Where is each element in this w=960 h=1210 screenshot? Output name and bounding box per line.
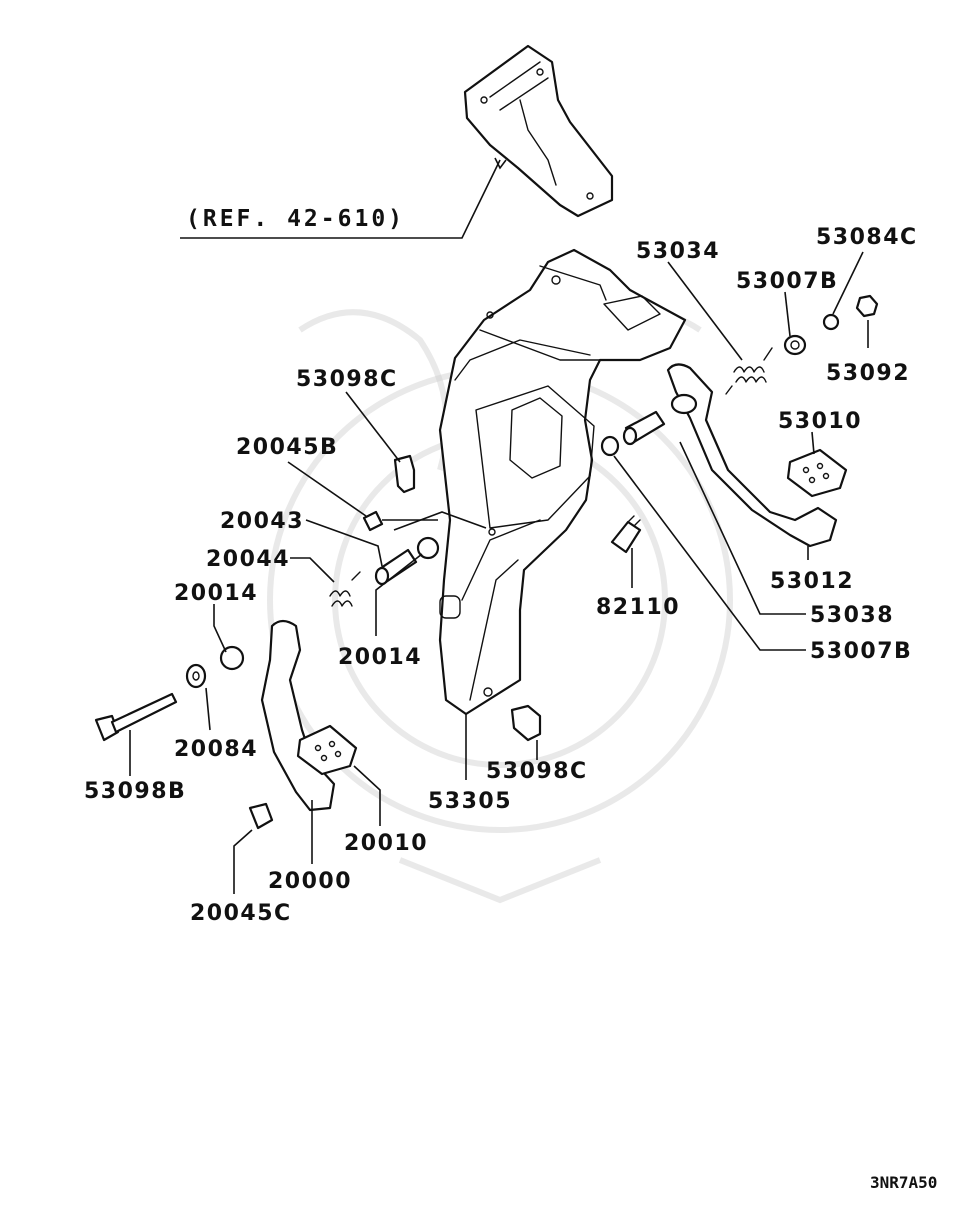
bushing-20014-mid xyxy=(416,536,440,560)
reference-label: (REF. 42-610) xyxy=(186,206,405,232)
pin-20045b xyxy=(362,510,384,532)
label-53012: 53012 xyxy=(770,569,854,594)
bolt-53098c-bottom xyxy=(510,704,542,742)
label-53305: 53305 xyxy=(428,789,512,814)
label-20010: 20010 xyxy=(344,831,428,856)
part-labels: (REF. 42-610) 53034 53084C 53007B 53092 … xyxy=(84,206,937,1192)
label-53098c-bottom: 53098C xyxy=(486,759,588,784)
pad-cover-20045c xyxy=(248,802,274,830)
washer-20084 xyxy=(185,663,207,689)
label-82110: 82110 xyxy=(596,595,680,620)
spring-20044 xyxy=(329,571,361,607)
diagram-code: 3NR7A50 xyxy=(870,1173,937,1192)
label-53010: 53010 xyxy=(778,409,862,434)
label-20045b: 20045B xyxy=(236,435,338,460)
label-53034: 53034 xyxy=(636,239,720,264)
reference-bracket xyxy=(463,44,614,218)
brake-pedal-arm-53012 xyxy=(666,363,838,548)
clutch-pedal-arm-20000 xyxy=(260,619,336,812)
bolt-53098c-top xyxy=(393,454,416,494)
bolt-53098b xyxy=(94,692,178,742)
leader-lines xyxy=(129,157,869,894)
bushing-53007b-top xyxy=(783,334,807,356)
label-53084c: 53084C xyxy=(816,225,918,250)
stop-light-switch-82110 xyxy=(610,515,642,554)
label-53038: 53038 xyxy=(810,603,894,628)
label-20084: 20084 xyxy=(174,737,258,762)
clutch-pedal-pad-20010 xyxy=(296,724,358,776)
pedal-bracket-53305 xyxy=(438,248,687,716)
label-20043: 20043 xyxy=(220,509,304,534)
label-20014-left: 20014 xyxy=(174,581,258,606)
label-53092: 53092 xyxy=(826,361,910,386)
nut-53084c xyxy=(822,313,840,331)
label-53007b-bottom: 53007B xyxy=(810,639,912,664)
label-20045c: 20045C xyxy=(190,901,292,926)
label-53007b-top: 53007B xyxy=(736,269,838,294)
collar-53038 xyxy=(622,410,666,446)
nut-53092 xyxy=(855,294,879,318)
bushing-20014-left xyxy=(219,645,245,671)
label-20044: 20044 xyxy=(206,547,290,572)
bushing-53007b-bottom xyxy=(600,435,620,457)
label-53098c-top: 53098C xyxy=(296,367,398,392)
label-20000: 20000 xyxy=(268,869,352,894)
brake-pedal-pad-53010 xyxy=(786,448,848,498)
collar-20043 xyxy=(374,548,418,586)
spring-53034 xyxy=(725,347,773,395)
label-20014-mid: 20014 xyxy=(338,645,422,670)
label-53098b: 53098B xyxy=(84,779,186,804)
